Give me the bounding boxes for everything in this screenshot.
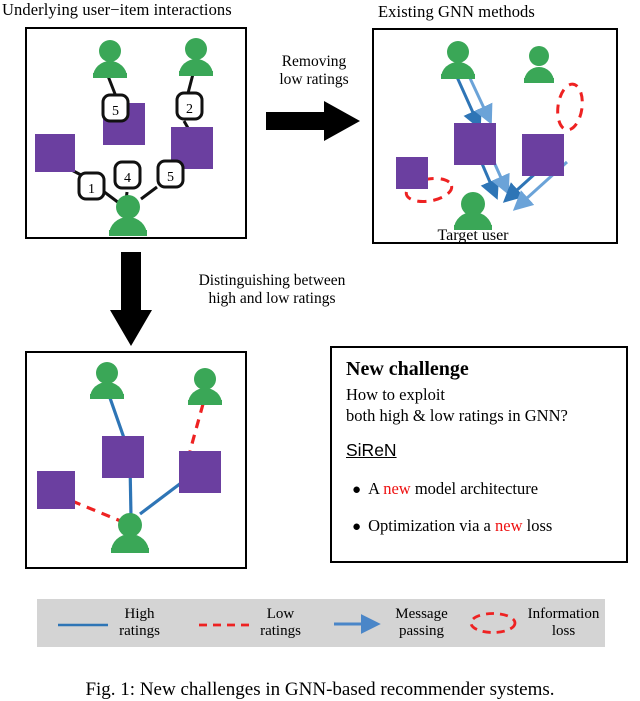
legend-label-line2: passing: [399, 623, 444, 639]
user-node-top-right: [188, 368, 222, 405]
method-name-siren: SiReN: [346, 440, 397, 460]
dashed-red-line-icon: [199, 623, 250, 627]
panel-existing-gnn: Target user: [372, 28, 618, 244]
item-node-right: [179, 451, 221, 493]
red-dashed-ellipse-icon: [469, 612, 517, 634]
bullet-1-pre: A: [368, 479, 384, 498]
bullet-dot-icon: ●: [352, 482, 362, 498]
legend-item-message-passing: Message passing: [319, 606, 461, 640]
new-challenge-question-line2: both high & low ratings in GNN?: [346, 406, 568, 425]
low-rating-edges: [71, 403, 205, 524]
panel-title-existing-gnn: Existing GNN methods: [378, 2, 535, 21]
legend-label-line2: ratings: [119, 623, 160, 639]
legend-item-information-loss: Information loss: [461, 606, 605, 640]
user-node-top-right: [179, 38, 213, 76]
rating-label-2: 2: [175, 91, 204, 121]
edge-high-u1-i1: [108, 397, 126, 439]
user-node-top-right: [524, 46, 554, 83]
bullet-2-highlight: new: [495, 516, 523, 535]
new-challenge-bullet-1: ● A new model architecture: [352, 479, 614, 500]
edge-low-u2-i2: [188, 403, 205, 452]
user-node-top-left: [441, 41, 475, 79]
legend-label-line1: Information: [527, 606, 600, 622]
user-node-top-left: [93, 40, 127, 78]
item-node-left: [37, 471, 75, 509]
graph-distinguished-ratings: [37, 362, 222, 553]
transition-right-label-line1: Removing: [281, 53, 347, 70]
item-node-right: [522, 134, 564, 176]
legend-item-high-ratings: High ratings: [37, 606, 179, 640]
rating-value: 2: [186, 102, 193, 117]
message-arrow-1a: [455, 76, 482, 130]
user-node-target: [454, 192, 492, 230]
graph-underlying-interactions: 5 2 4 5 1: [35, 38, 213, 236]
panel-distinguished-ratings: [25, 351, 247, 569]
legend-label-line1: Message: [395, 606, 448, 622]
legend-label-line2: ratings: [260, 623, 301, 639]
new-challenge-bullet-2: ● Optimization via a new loss: [352, 516, 614, 537]
panel-title-underlying-interactions: Underlying user−item interactions: [2, 0, 232, 19]
item-node-center: [454, 123, 496, 165]
rating-value: 1: [88, 182, 95, 197]
item-node-left: [35, 134, 75, 172]
transition-down-label-line2: high and low ratings: [208, 290, 336, 307]
blue-arrow-icon: [334, 614, 382, 634]
panel-underlying-interactions: 5 2 4 5 1: [25, 27, 247, 239]
transition-down-label-line1: Distinguishing between: [198, 272, 346, 289]
legend: High ratings Low ratings: [37, 599, 605, 647]
edge-high-i2-target: [139, 478, 186, 516]
legend-label-message-passing: Message passing: [395, 606, 448, 640]
legend-label-line1: High: [124, 606, 155, 622]
user-node-target: [109, 195, 147, 236]
figure-caption: Fig. 1: New challenges in GNN-based reco…: [85, 679, 555, 700]
new-challenge-question-line1: How to exploit: [346, 385, 445, 404]
bullet-2-post: loss: [522, 516, 553, 535]
rating-label-5a: 5: [101, 93, 130, 123]
bullet-dot-icon: ●: [352, 519, 362, 535]
legend-item-low-ratings: Low ratings: [179, 606, 319, 640]
transition-right-label: Removing low ratings: [258, 53, 370, 89]
solid-blue-line-icon: [58, 623, 109, 627]
user-node-top-left: [90, 362, 124, 399]
new-challenge-box: New challenge How to exploit both high &…: [330, 346, 628, 563]
transition-down-label: Distinguishing between high and low rati…: [160, 272, 384, 308]
rating-label-4: 4: [113, 160, 142, 190]
information-loss-ellipse-right: [556, 82, 584, 132]
item-node-left: [396, 157, 428, 189]
graph-existing-gnn: Target user: [396, 41, 584, 244]
legend-label-information-loss: Information loss: [528, 606, 600, 640]
rating-value: 5: [167, 170, 174, 185]
rating-label-1: 1: [77, 171, 106, 201]
rating-value: 5: [112, 104, 119, 119]
edge-i3-target-b: [102, 189, 120, 205]
bullet-2-pre: Optimization via a: [368, 516, 495, 535]
legend-label-low-ratings: Low ratings: [260, 606, 301, 640]
rating-label-5b: 5: [156, 159, 185, 189]
target-user-label: Target user: [438, 227, 510, 244]
rating-value: 4: [124, 171, 131, 186]
bullet-1-highlight: new: [383, 479, 411, 498]
message-arrow-1b: [467, 75, 493, 125]
legend-label-high-ratings: High ratings: [119, 606, 160, 640]
edge-low-i3-target: [71, 499, 124, 524]
transition-right-arrow-icon: [266, 101, 360, 141]
edge-i2-target-b: [140, 185, 158, 201]
bullet-1-post: model architecture: [410, 479, 539, 498]
transition-down-arrow-icon: [110, 252, 152, 346]
item-node-center: [102, 436, 144, 478]
transition-right-label-line2: low ratings: [279, 71, 349, 88]
legend-label-line1: Low: [266, 606, 295, 622]
user-node-target: [111, 513, 149, 553]
legend-label-line2: loss: [551, 623, 576, 639]
new-challenge-title: New challenge: [346, 358, 469, 380]
